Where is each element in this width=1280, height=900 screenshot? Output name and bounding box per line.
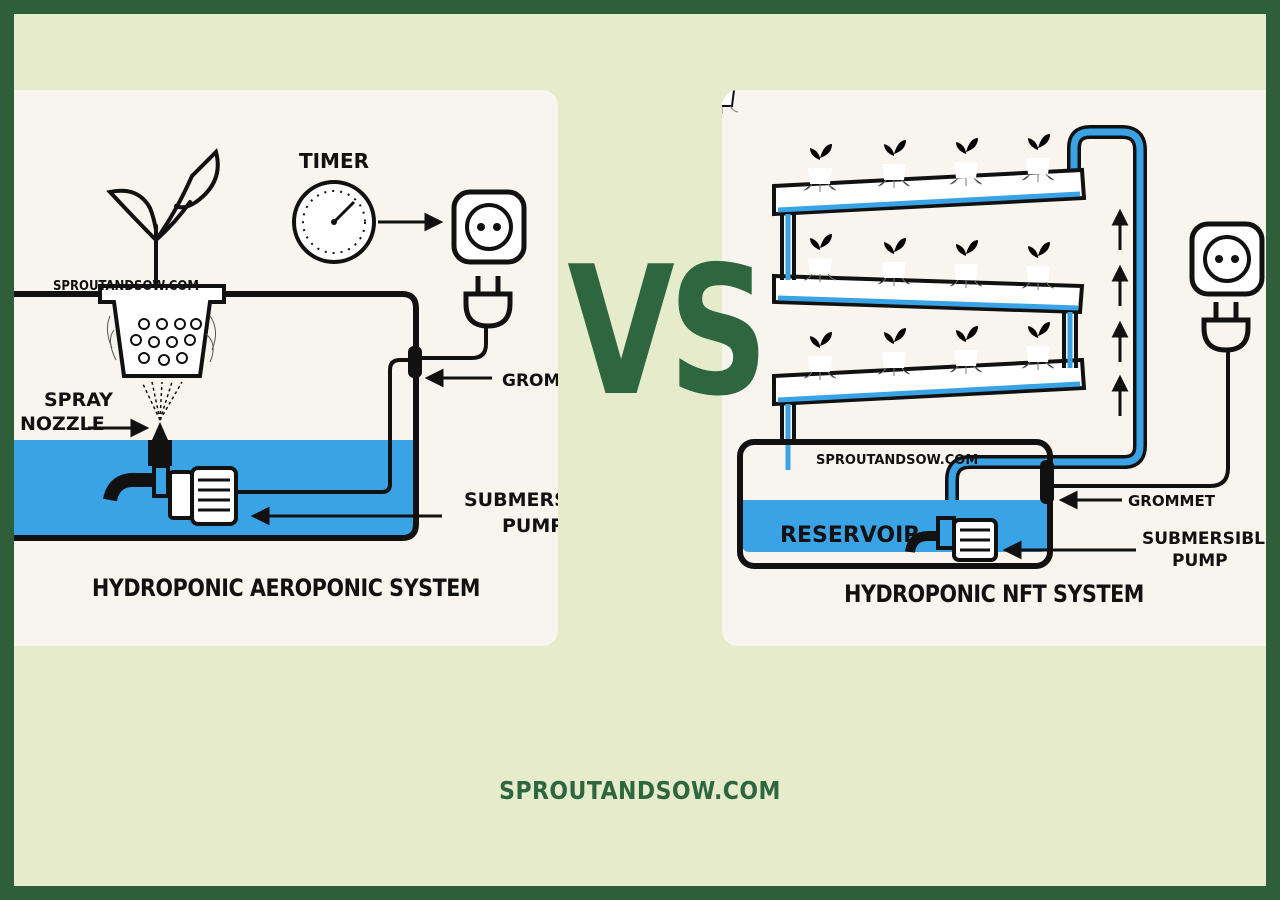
nft-title: HYDROPONIC NFT SYSTEM [844, 580, 1144, 608]
root-lines [106, 315, 216, 363]
spray-mist [141, 381, 183, 421]
power-plug-icon [1201, 302, 1251, 353]
aeroponic-panel: SPROUTANDSOW.COM TIMER SPRAY NOZZLE GROM… [14, 90, 558, 646]
pot-holes [130, 318, 202, 366]
plant-icon [106, 148, 220, 286]
arrow-up-icon [1111, 208, 1129, 416]
reservoir-label: RESERVOIR [780, 523, 920, 548]
grommet-label: GROMMET [1128, 492, 1216, 510]
nft-panel: SPROUTANDSOW.COM RESERVOIR GROMMET SUBME… [722, 90, 1266, 646]
website-footer: SPROUTANDSOW.COM [499, 776, 781, 805]
nft-diagram: SPROUTANDSOW.COM RESERVOIR GROMMET SUBME… [722, 90, 1266, 571]
versus-label: VS [567, 228, 768, 435]
channel-connectors [780, 214, 1078, 442]
aeroponic-tank [14, 291, 419, 541]
tank-website-label: SPROUTANDSOW.COM [816, 453, 978, 468]
pump-label-line2: PUMP [502, 515, 558, 537]
power-plug-icon [463, 276, 513, 329]
power-outlet-icon [1189, 221, 1265, 297]
power-outlet-icon [451, 189, 527, 265]
pump-label-line1: SUBMERSIBLE [1142, 529, 1266, 549]
aeroponic-title: HYDROPONIC AEROPONIC SYSTEM [91, 574, 480, 602]
spray-label-line1: SPRAY [44, 389, 113, 411]
nft-grommet [1040, 460, 1054, 504]
timer-label: TIMER [299, 149, 369, 173]
pump-label-line1: SUBMERSI [464, 489, 558, 511]
seedling-icon [722, 90, 739, 114]
timer-icon [292, 180, 376, 264]
arrows [88, 212, 492, 526]
nft-channel-top [772, 167, 1087, 217]
aeroponic-pot [98, 284, 226, 378]
nft-reservoir-tank [737, 439, 1053, 569]
pump-label-line2: PUMP [1172, 551, 1228, 571]
nft-arrows [1002, 490, 1136, 560]
aeroponic-grommet [408, 346, 422, 378]
pump-icon [103, 422, 238, 526]
aeroponic-cable [422, 326, 488, 360]
nft-channel-bottom [772, 357, 1087, 407]
pump-icon [905, 516, 998, 562]
nft-channel-middle [772, 273, 1085, 315]
pot-website-label: SPROUTANDSOW.COM [53, 278, 199, 293]
grommet-label: GROMM [502, 371, 558, 391]
background-frame: SPROUTANDSOW.COM TIMER SPRAY NOZZLE GROM… [14, 14, 1266, 886]
aeroponic-diagram: SPROUTANDSOW.COM TIMER SPRAY NOZZLE GROM… [14, 148, 558, 541]
spray-label-line2: NOZZLE [20, 413, 105, 435]
nft-cable [1054, 350, 1230, 488]
aeroponic-tube [236, 358, 414, 494]
